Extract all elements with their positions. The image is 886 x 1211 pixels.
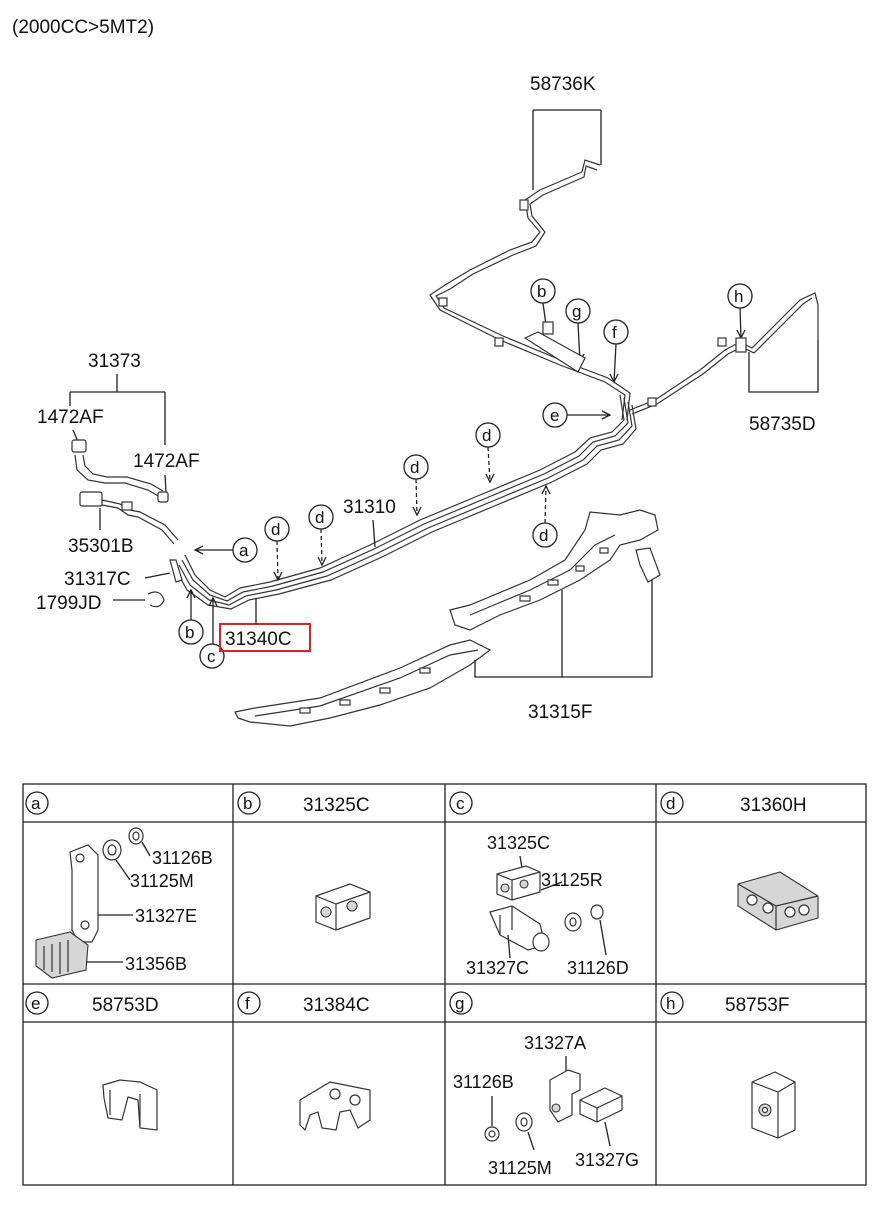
highlight-box-31340C	[219, 623, 311, 652]
svg-text:b: b	[537, 282, 546, 301]
table-cell-b-header: b	[237, 791, 261, 815]
svg-text:g: g	[455, 994, 464, 1013]
hose-31373	[71, 439, 169, 503]
engine-spec-label: (2000CC>5MT2)	[12, 17, 154, 38]
part-label-31373: 31373	[88, 351, 141, 372]
callout-c: c	[199, 643, 225, 669]
part-label-1799JD: 1799JD	[36, 593, 102, 614]
pipe-bracket-upper	[523, 331, 586, 373]
clip-h	[735, 337, 747, 353]
svg-text:f: f	[612, 323, 617, 342]
callout-a: a	[232, 537, 258, 563]
callout-d-3: d	[308, 504, 334, 530]
svg-text:d: d	[271, 520, 280, 539]
frame-rail-upper	[449, 509, 661, 631]
callout-g: g	[565, 298, 591, 324]
svg-text:b: b	[185, 623, 194, 642]
svg-text:d: d	[315, 508, 324, 527]
table-cell-a-part-3: 31327E	[135, 906, 197, 926]
clamp-1799JD	[147, 591, 165, 608]
leader-58735D	[748, 340, 819, 393]
part-label-31315F: 31315F	[528, 702, 592, 723]
table-cell-f-header: f	[237, 991, 261, 1015]
part-label-58736K: 58736K	[530, 74, 596, 95]
svg-text:e: e	[31, 994, 40, 1013]
hose-58736K	[429, 159, 631, 421]
leader-58736K	[532, 109, 602, 190]
table-cell-c-part-2: 31125R	[541, 870, 603, 890]
part-label-31310: 31310	[343, 497, 396, 518]
table-cell-g-part-3: 31125M	[488, 1158, 552, 1178]
svg-text:d: d	[410, 458, 419, 477]
table-cell-e-header: e	[25, 991, 49, 1015]
table-cell-b-title: 31325C	[303, 795, 370, 816]
table-cell-g-part-1: 31327A	[524, 1033, 586, 1053]
frame-rail-lower	[234, 639, 492, 727]
table-cell-a-part-2: 31125M	[130, 871, 194, 891]
leader-31315F	[474, 580, 653, 678]
svg-text:b: b	[243, 794, 252, 813]
tube-bundle-31310	[175, 394, 637, 610]
table-cell-e-drawing	[102, 1079, 158, 1131]
leader-31373	[69, 374, 166, 445]
hose-31317C	[169, 559, 183, 583]
table-cell-a-part-4: 31356B	[125, 954, 187, 974]
fuel-filter-35301B	[79, 491, 179, 545]
callout-d-5: d	[532, 522, 558, 548]
hose-58735D	[629, 292, 819, 415]
table-cell-d-drawing	[737, 871, 819, 931]
table-cell-c-drawing	[489, 865, 604, 952]
table-cell-h-drawing	[751, 1071, 796, 1139]
table-cell-g-drawing	[484, 1069, 623, 1142]
table-cell-a-part-1: 31126B	[152, 848, 213, 868]
svg-text:h: h	[734, 287, 743, 306]
callout-b-bottom: b	[178, 619, 204, 645]
callout-b-top: b	[530, 278, 556, 304]
callout-e: e	[542, 402, 568, 428]
table-cell-e-title: 58753D	[92, 995, 159, 1016]
clip-b-top	[542, 321, 554, 335]
table-cell-h-header: h	[660, 991, 684, 1015]
table-cell-g-part-2: 31126B	[453, 1072, 514, 1092]
svg-text:h: h	[666, 994, 675, 1013]
table-cell-c-part-1: 31325C	[487, 833, 550, 853]
parts-table	[22, 783, 867, 1186]
table-cell-h-title: 58753F	[725, 995, 789, 1016]
table-cell-c-header: c	[449, 791, 473, 815]
table-cell-b-drawing	[315, 883, 371, 931]
table-cell-f-title: 31384C	[303, 995, 370, 1016]
svg-text:a: a	[31, 794, 41, 813]
callout-d-1: d	[475, 422, 501, 448]
table-cell-f-drawing	[299, 1081, 371, 1132]
table-cell-a-drawing	[35, 827, 144, 979]
part-label-58735D: 58735D	[749, 414, 816, 435]
table-cell-c-part-3: 31327C	[466, 958, 529, 978]
svg-text:c: c	[456, 794, 465, 813]
table-cell-d-title: 31360H	[740, 795, 807, 816]
table-cell-g-header: g	[449, 991, 473, 1015]
callout-d-4: d	[264, 516, 290, 542]
svg-text:g: g	[572, 302, 581, 321]
callout-h: h	[727, 283, 753, 309]
svg-text:c: c	[207, 647, 216, 666]
part-label-31317C: 31317C	[64, 569, 131, 590]
svg-text:a: a	[239, 541, 249, 560]
part-label-35301B: 35301B	[68, 536, 134, 557]
callout-f: f	[603, 319, 629, 345]
svg-text:d: d	[539, 526, 548, 545]
table-cell-c-part-4: 31126D	[567, 958, 629, 978]
svg-text:e: e	[550, 406, 559, 425]
table-cell-d-header: d	[660, 791, 684, 815]
part-label-1472AF-left: 1472AF	[37, 407, 104, 428]
part-label-1472AF-right: 1472AF	[133, 451, 200, 472]
callout-d-2: d	[403, 454, 429, 480]
table-cell-g-part-4: 31327G	[575, 1150, 639, 1170]
svg-text:d: d	[482, 426, 491, 445]
svg-text:f: f	[245, 994, 250, 1013]
part-label-31340C: 31340C	[225, 629, 292, 650]
svg-text:d: d	[666, 794, 675, 813]
table-cell-a-header: a	[25, 791, 49, 815]
